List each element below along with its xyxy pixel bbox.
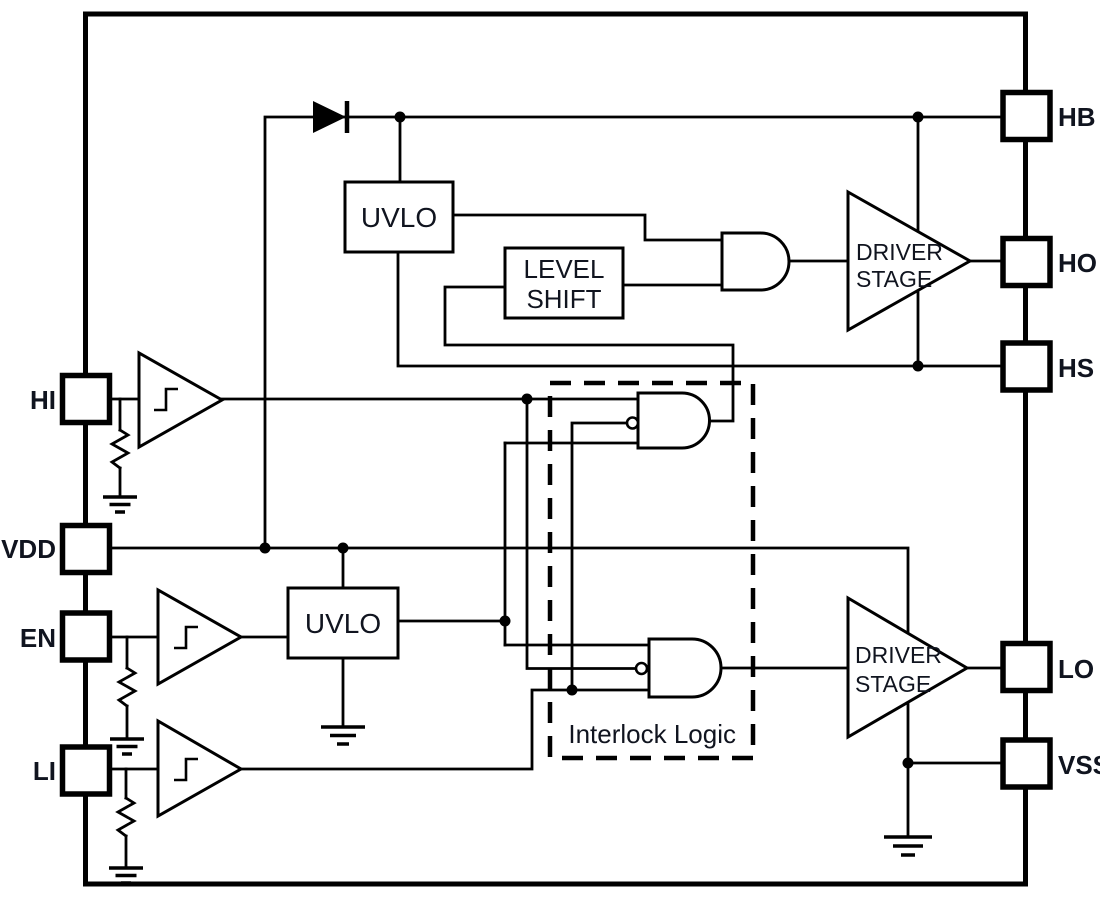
junction-dot [912, 111, 924, 123]
pin-label-hb: HB [1058, 102, 1096, 132]
junction-dots [259, 111, 924, 769]
pin-hi: HI [30, 372, 113, 426]
pin-box-ho [1000, 235, 1053, 289]
driver-stage-high-label-1: DRIVER [856, 239, 943, 265]
pin-en: EN [20, 610, 113, 663]
junction-dot [499, 615, 511, 627]
wire-li-crosscouple [570, 421, 629, 692]
hysteresis-icon [174, 757, 198, 782]
driver-stage-high-block: DRIVER STAGE [846, 189, 974, 333]
ground-symbol-driver-low [884, 835, 932, 857]
junction-dot [394, 111, 406, 123]
driver-stage-high-label-2: STAGE [856, 266, 932, 292]
bootstrap-diode-symbol [313, 101, 350, 133]
ground-symbol-uvlo-main [321, 725, 365, 746]
pin-ho: HO [1000, 235, 1097, 289]
wire-hi-crosscouple [525, 397, 637, 670]
pin-label-vss: VSS [1058, 750, 1100, 780]
junction-dot [902, 757, 914, 769]
schmitt-buffer-li [156, 718, 245, 819]
wire-hs-line [396, 250, 1005, 368]
nand-gate-low [634, 637, 723, 699]
pulldown-resistor-li [115, 796, 137, 838]
pin-label-ho: HO [1058, 248, 1097, 278]
pin-lo: LO [1000, 640, 1094, 694]
level-shift-label-1: LEVEL [524, 254, 605, 284]
ground-symbol-en [110, 737, 144, 756]
pin-box-hs [1000, 340, 1053, 393]
pin-hb: HB [1000, 89, 1096, 143]
wire-nand-high-to-level-shift [443, 285, 735, 423]
level-shift-label-2: SHIFT [526, 284, 601, 314]
schmitt-buffer-hi [137, 350, 226, 450]
pin-label-en: EN [20, 623, 56, 653]
wire-hb-bootstrap-rail [263, 115, 1005, 550]
interlock-logic-box [547, 380, 756, 761]
pin-li: LI [33, 744, 113, 797]
pin-label-vdd: VDD [1, 534, 56, 564]
pin-label-hi: HI [30, 385, 56, 415]
level-shift-block: LEVEL SHIFT [503, 246, 625, 320]
junction-dot [521, 393, 533, 405]
driver-stage-low-label-1: DRIVER [855, 642, 942, 668]
pin-label-hs: HS [1058, 353, 1094, 383]
wires [108, 115, 1005, 868]
ground-symbol-hi [103, 495, 137, 514]
pulldown-resistor-hi [109, 428, 131, 470]
pin-label-li: LI [33, 756, 56, 786]
pin-box-lo [1000, 640, 1053, 694]
pulldown-resistor-en [116, 666, 138, 708]
uvlo-top-block: UVLO [343, 180, 455, 254]
inverting-input-bubble [634, 661, 649, 676]
pin-hs: HS [1000, 340, 1094, 393]
uvlo-main-label: UVLO [305, 608, 381, 639]
pin-label-lo: LO [1058, 654, 1094, 684]
diode-anode-triangle [313, 101, 346, 133]
pin-box-vdd [59, 522, 113, 576]
wire-vdd-rail [108, 546, 910, 837]
hysteresis-icon [154, 387, 178, 412]
and-gate-high [720, 231, 791, 292]
pin-box-hi [59, 372, 113, 426]
pin-box-li [59, 744, 113, 797]
uvlo-main-block: UVLO [286, 586, 400, 660]
pin-vdd: VDD [1, 522, 113, 576]
schmitt-buffer-en [156, 587, 245, 687]
junction-dot [259, 542, 271, 554]
nand-gate-high [625, 391, 711, 450]
chip-outline [83, 11, 1028, 887]
ground-symbol-li [109, 866, 143, 885]
pin-box-en [59, 610, 113, 663]
pin-vss: VSS [1000, 737, 1100, 790]
hysteresis-icon [174, 625, 198, 650]
driver-stage-low-label-2: STAGE [855, 671, 931, 697]
uvlo-top-label: UVLO [361, 202, 437, 233]
junction-dot [337, 542, 349, 554]
interlock-logic-label: Interlock Logic [568, 719, 736, 749]
wire-uvlo-top-out [451, 213, 724, 242]
driver-stage-low-block: DRIVER STAGE [846, 595, 970, 740]
wire-li-signal [238, 688, 651, 771]
junction-dot [912, 360, 924, 372]
pin-box-hb [1000, 89, 1053, 143]
inverting-input-bubble [625, 416, 640, 430]
junction-dot [566, 684, 578, 696]
pin-box-vss [1000, 737, 1053, 790]
